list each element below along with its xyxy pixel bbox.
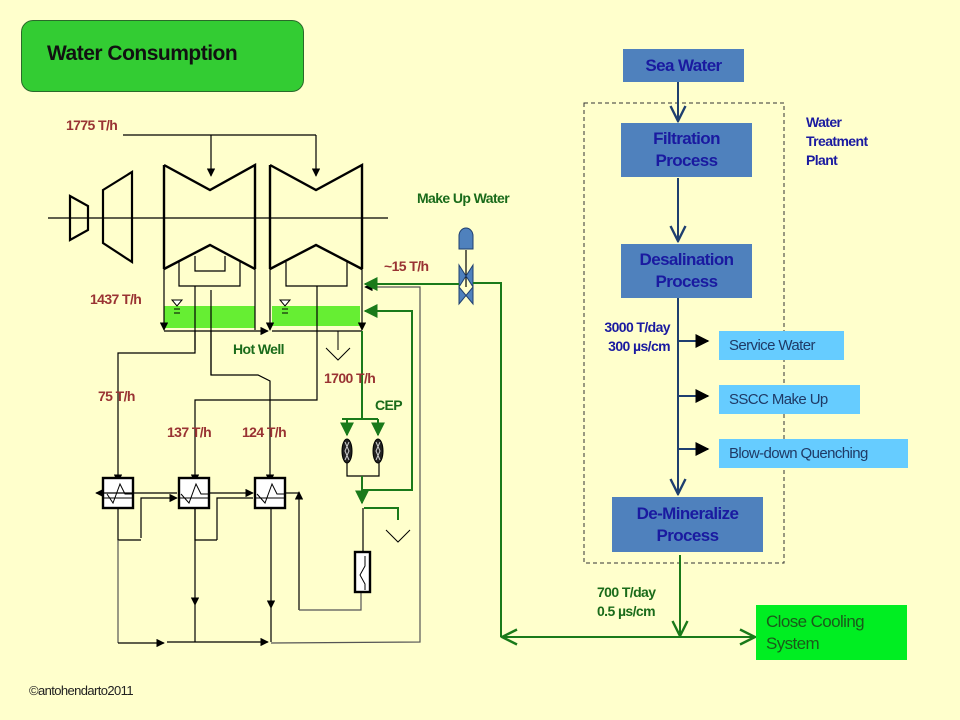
cep-recirculation-line	[362, 304, 413, 491]
cep-label: CEP	[375, 397, 403, 413]
cep-flow-label: 1700 T/h	[324, 370, 376, 386]
drain-line-heater1	[113, 331, 196, 483]
desalination-process-box: Desalination Process	[621, 244, 752, 298]
hotwell-water-1	[164, 306, 255, 328]
box-line: Close Cooling	[766, 612, 865, 631]
condenser-tubes-1	[178, 262, 241, 287]
label-line: 700 T/day	[597, 584, 656, 600]
makeup-flow-label: ~15 T/h	[384, 258, 429, 274]
generator-icon	[101, 170, 134, 265]
box-line: Process	[655, 151, 719, 170]
lp-turbine-1-bottom	[163, 243, 256, 271]
box-line: Desalination	[639, 250, 734, 269]
service-water-box: Service Water	[719, 331, 844, 360]
close-cooling-system-box: Close Cooling System	[756, 605, 907, 660]
lp-turbine-1-top	[163, 162, 257, 269]
sscc-make-up-box: SSCC Make Up	[719, 385, 860, 414]
feedwater-heater-3	[253, 476, 287, 510]
copyright: ©antohendarto2011	[29, 683, 134, 698]
box-line: Filtration	[653, 129, 720, 148]
demineralize-process-box: De-Mineralize Process	[612, 497, 763, 552]
heater-1-flow-label: 75 T/h	[98, 388, 135, 404]
level-indicator-icon	[170, 299, 184, 307]
main-steam-flow-label: 1775 T/h	[66, 117, 118, 133]
condenser-inflow-label: 1437 T/h	[90, 291, 142, 307]
hot-well-label: Hot Well	[233, 341, 285, 357]
label-line: 3000 T/day	[604, 319, 670, 335]
cep-pump-1-icon	[341, 438, 353, 464]
level-indicator-icon	[278, 299, 292, 307]
condenser-tubes-1-inner	[194, 256, 226, 272]
filtration-process-box: Filtration Process	[621, 123, 752, 177]
title-box	[21, 20, 304, 92]
box-line: De-Mineralize	[636, 503, 739, 523]
valve-actuator-icon	[458, 227, 474, 250]
box-line: System	[766, 634, 820, 653]
exciter-icon	[68, 194, 90, 242]
blowdown-quenching-box: Blow-down Quenching	[719, 439, 908, 468]
label-line: Plant	[806, 152, 838, 168]
lp-turbine-2-bottom	[269, 243, 363, 271]
heater-2-flow-label: 137 T/h	[167, 424, 212, 440]
label-line: 300 µs/cm	[608, 338, 670, 354]
hotwell-water-2	[272, 306, 360, 326]
desalination-output-label: 3000 T/day 300 µs/cm	[588, 318, 670, 356]
page-title: Water Consumption	[47, 42, 238, 65]
cep-pump-2-icon	[372, 438, 384, 464]
box-line: Process	[655, 272, 719, 291]
drain-funnel-icon	[385, 529, 411, 543]
make-up-water-label: Make Up Water	[417, 190, 510, 206]
drain-return-line	[270, 282, 421, 644]
demin-output-label: 700 T/day 0.5 µs/cm	[597, 583, 656, 621]
heater-3-flow-label: 124 T/h	[242, 424, 287, 440]
label-line: Treatment	[806, 133, 868, 149]
water-treatment-plant-label: Water Treatment Plant	[806, 113, 868, 170]
feedwater-heater-2	[177, 476, 211, 510]
condenser-tubes-2	[285, 262, 348, 287]
sea-water-box: Sea Water	[623, 49, 744, 82]
drain-line-heater3	[210, 331, 275, 483]
lp-turbine-2-top	[269, 162, 364, 269]
gland-steam-condenser	[353, 550, 372, 594]
label-line: 0.5 µs/cm	[597, 603, 656, 619]
sea-water-label: Sea Water	[645, 55, 722, 75]
drain-line-heater2	[190, 331, 318, 483]
box-line: Process	[656, 525, 720, 545]
label-line: Water	[806, 114, 842, 130]
drain-funnel-icon	[325, 347, 351, 361]
